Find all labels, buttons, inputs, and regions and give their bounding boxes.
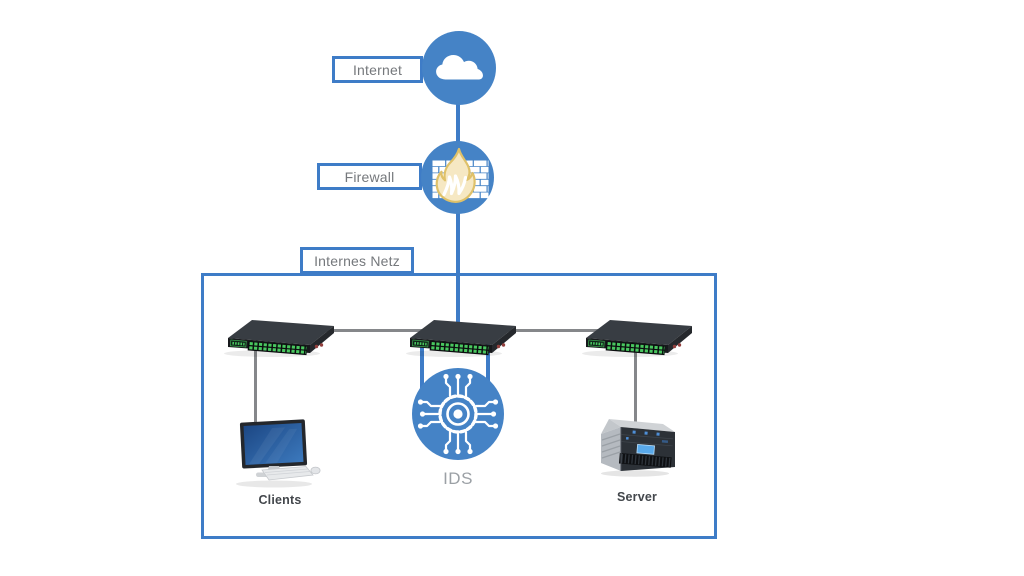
- rack-server-icon: [601, 419, 675, 477]
- switch-left-icon: [222, 318, 336, 357]
- desktop-computer-icon: [236, 419, 321, 488]
- connector-switch-ids-left: [420, 340, 424, 388]
- connector-switch-server: [634, 342, 637, 422]
- internal-network-label: Internes Netz: [314, 252, 400, 269]
- internal-network-label-box: Internes Netz: [300, 247, 414, 274]
- clients-label: Clients: [258, 493, 302, 507]
- firewall-node: [421, 141, 494, 214]
- firewall-brick-flame-icon: [432, 147, 488, 203]
- connector-switch-ids-right: [486, 340, 490, 388]
- internal-network-boundary: [201, 273, 717, 539]
- circuit-chip-icon: [417, 373, 499, 455]
- switch-middle-icon: [404, 318, 518, 357]
- firewall-label-box: Firewall: [317, 163, 422, 190]
- server-label: Server: [616, 490, 658, 504]
- cloud-icon: [436, 54, 483, 80]
- ids-node: [412, 368, 504, 460]
- ids-label: IDS: [443, 469, 473, 488]
- connector-internet-firewall: [456, 100, 460, 145]
- internet-label: Internet: [352, 61, 403, 78]
- firewall-label: Firewall: [344, 168, 395, 185]
- switch-right-icon: [580, 318, 694, 357]
- connector-firewall-switch: [456, 210, 460, 332]
- connector-switch-clients: [254, 342, 257, 422]
- internet-node: [422, 31, 496, 105]
- internet-label-box: Internet: [332, 56, 423, 83]
